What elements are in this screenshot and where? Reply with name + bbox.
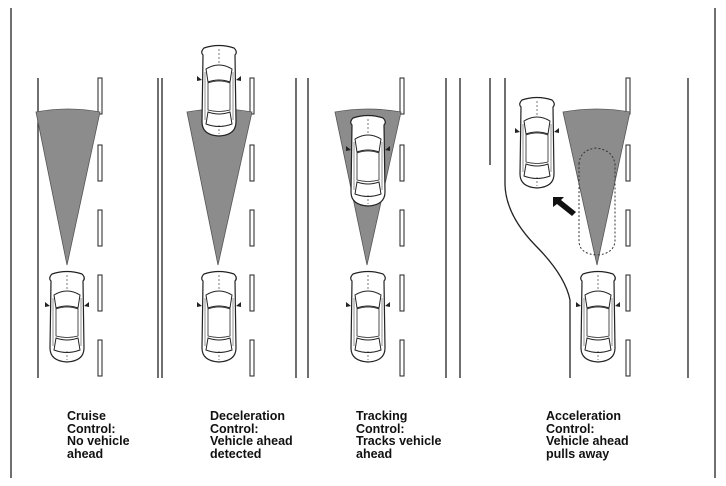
panel-deceleration [161,44,297,378]
caption-line: Tracks vehicle [356,434,442,448]
ghost-car-outline [578,147,616,256]
car-icon [196,270,242,363]
car-icon [44,270,90,363]
car-icon [514,96,560,189]
caption-line: Cruise [67,409,106,423]
caption-line: Control: [356,421,405,436]
caption-line: Control: [546,421,595,436]
caption-line: Control: [67,421,116,436]
lane-dashes [399,77,405,377]
panel-acceleration [459,77,689,378]
caption-deceleration: Deceleration Control: Vehicle ahead dete… [210,410,293,460]
caption-line: Acceleration [546,409,622,423]
caption-line: ahead [356,446,393,461]
caption-line: Tracking [356,409,408,423]
caption-cruise: Cruise Control: No vehicle ahead [67,410,130,460]
panel-tracking [307,77,447,378]
car-icon [345,114,391,207]
car-icon [345,270,391,363]
arrow-icon [553,197,576,216]
caption-acceleration: Acceleration Control: Vehicle ahead pull… [546,410,629,460]
caption-tracking: Tracking Control: Tracks vehicle ahead [356,410,441,460]
radar-beam [35,108,101,266]
car-icon [196,44,242,137]
car-icon [575,270,621,363]
caption-line: ahead [67,446,104,461]
lane-dashes [249,77,255,377]
caption-line: Vehicle ahead [546,434,629,448]
lane-dashes [97,77,103,377]
lane-merge-curve [504,78,571,378]
caption-line: Control: [210,421,259,436]
caption-line: detected [210,446,262,461]
caption-line: No vehicle [67,434,130,448]
caption-line: Vehicle ahead [210,434,293,448]
caption-line: Deceleration [210,409,286,423]
lane-dashes [625,77,631,377]
caption-line: pulls away [546,446,610,461]
radar-beam [562,108,631,266]
panel-cruise [35,77,159,378]
